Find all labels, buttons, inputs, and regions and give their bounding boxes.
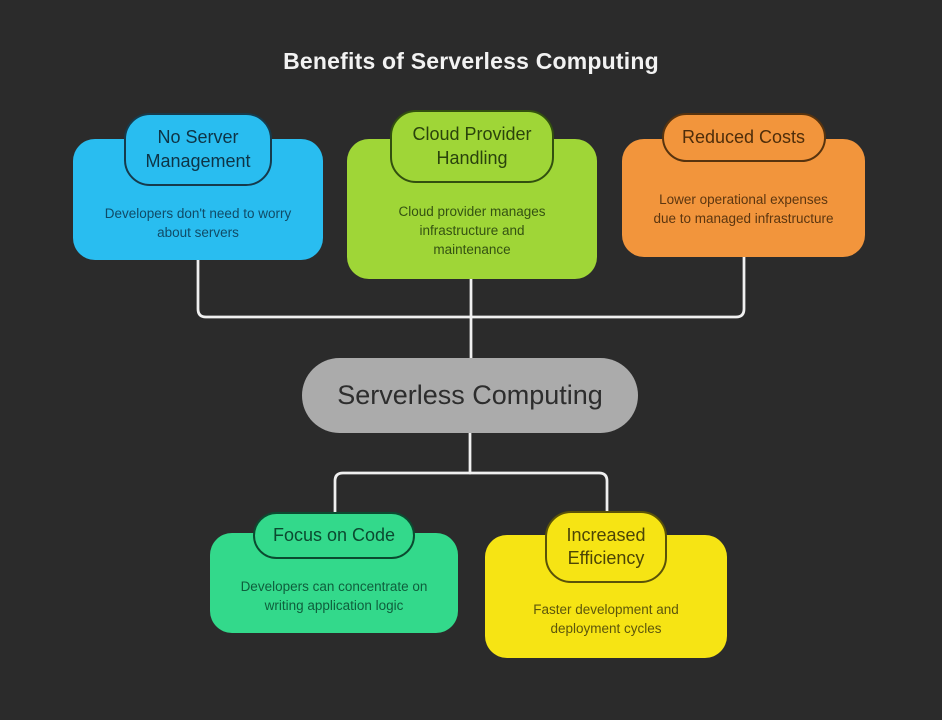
node-increased-efficiency: Increased Efficiency Faster development … bbox=[485, 511, 727, 658]
node-focus-on-code-description: Developers can concentrate on writing ap… bbox=[240, 578, 428, 613]
node-cloud-provider-handling-description: Cloud provider manages infrastructure an… bbox=[398, 204, 546, 257]
node-reduced-costs-description: Lower operational expenses due to manage… bbox=[653, 192, 834, 226]
connector-group bbox=[196, 254, 746, 516]
node-focus-on-code: Focus on Code Developers can concentrate… bbox=[210, 512, 458, 633]
node-serverless-computing: Serverless Computing bbox=[302, 358, 638, 433]
diagram-title: Benefits of Serverless Computing bbox=[283, 48, 659, 74]
node-cloud-provider-handling-header: Cloud Provider Handling bbox=[390, 110, 554, 183]
node-reduced-costs: Reduced Costs Lower operational expenses… bbox=[622, 113, 865, 257]
node-serverless-computing-label: Serverless Computing bbox=[337, 380, 603, 410]
node-no-server-management-description: Developers don't need to worry about ser… bbox=[104, 205, 292, 240]
node-focus-on-code-header: Focus on Code bbox=[253, 512, 415, 559]
node-increased-efficiency-description: Faster development and deployment cycles bbox=[533, 602, 679, 636]
connector-bottom-bracket bbox=[333, 471, 609, 516]
node-no-server-management: No Server Management Developers don't ne… bbox=[73, 113, 323, 260]
node-increased-efficiency-header: Increased Efficiency bbox=[545, 511, 667, 583]
node-no-server-management-header: No Server Management bbox=[124, 113, 272, 186]
node-cloud-provider-handling: Cloud Provider Handling Cloud provider m… bbox=[347, 110, 597, 279]
node-reduced-costs-header: Reduced Costs bbox=[661, 113, 826, 162]
